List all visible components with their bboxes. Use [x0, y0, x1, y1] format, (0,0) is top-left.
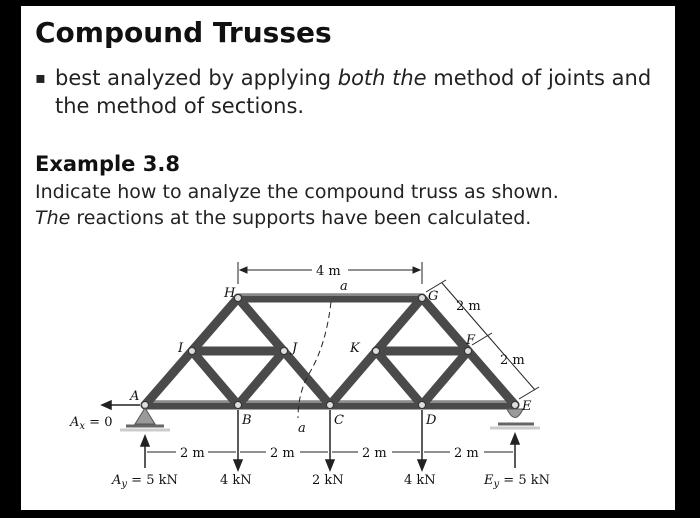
- joint-D: [418, 401, 426, 409]
- joint-E: [511, 401, 519, 409]
- dimension-bottom-label-1: 2 m: [180, 446, 205, 461]
- joint-K: [372, 347, 380, 355]
- dimension-right: [425, 279, 540, 400]
- member-BJ: [233, 346, 289, 410]
- load-D-label: 4 kN: [404, 473, 436, 488]
- dimension-bottom-label-3: 2 m: [362, 446, 387, 461]
- label-node-H: H: [223, 286, 236, 301]
- joint-B: [234, 401, 242, 409]
- dimension-right-upper-label: 2 m: [456, 299, 481, 314]
- load-C-arrow: [324, 410, 336, 473]
- dimension-bottom-label-4: 2 m: [454, 446, 479, 461]
- reaction-Ay-arrow: [139, 433, 151, 468]
- load-C-label: 2 kN: [312, 473, 344, 488]
- bullet-marker: ▪: [35, 68, 46, 87]
- label-node-B: B: [241, 413, 252, 428]
- dimension-right-lower-label: 2 m: [500, 353, 525, 368]
- reaction-Ey-arrow: [509, 431, 521, 468]
- example-text-emphasis: The: [35, 207, 71, 229]
- bullet-point: ▪ best analyzed by applying both the met…: [35, 64, 665, 120]
- example-title: Example 3.8: [35, 152, 180, 176]
- member-DF: [417, 346, 473, 410]
- label-node-D: D: [425, 413, 437, 428]
- label-node-K: K: [349, 341, 361, 356]
- reaction-Ax-label: Ax = 0: [69, 415, 112, 432]
- example-description: Indicate how to analyze the compound tru…: [35, 179, 595, 231]
- node-labels: A B C D E F G H I J K: [129, 286, 532, 428]
- support-E: [490, 408, 540, 430]
- label-node-A: A: [129, 389, 139, 404]
- label-node-G: G: [428, 289, 438, 304]
- load-B-label: 4 kN: [220, 473, 252, 488]
- label-node-E: E: [521, 399, 532, 414]
- example-text-post: reactions at the supports have been calc…: [70, 207, 532, 229]
- dimension-bottom-label-2: 2 m: [270, 446, 295, 461]
- reaction-Ay-label: Ay = 5 kN: [111, 473, 178, 490]
- bullet-text: best analyzed by applying both the metho…: [35, 64, 665, 120]
- section-label-top: a: [340, 279, 348, 294]
- label-node-J: J: [289, 341, 298, 356]
- reaction-Ax-arrow: [100, 399, 140, 411]
- joint-J: [280, 347, 288, 355]
- support-A: [120, 407, 170, 432]
- section-cut-line: [297, 301, 332, 419]
- bullet-text-pre: best analyzed by applying: [55, 66, 338, 90]
- label-node-F: F: [465, 333, 476, 348]
- section-label-bottom: a: [298, 421, 306, 436]
- member-IB: [187, 346, 243, 410]
- joint-F: [464, 347, 472, 355]
- label-node-C: C: [334, 413, 344, 428]
- truss-joints: [141, 294, 519, 409]
- example-text-pre: Indicate how to analyze the compound tru…: [35, 181, 559, 203]
- dimension-top: [237, 262, 423, 284]
- load-D-arrow: [416, 410, 428, 473]
- reaction-Ey-label: Ey = 5 kN: [483, 473, 550, 490]
- dimension-top-label: 4 m: [316, 264, 341, 279]
- bullet-text-emphasis: both the: [337, 66, 427, 90]
- joint-G: [418, 294, 426, 302]
- label-node-I: I: [177, 341, 184, 356]
- joint-H: [234, 294, 242, 302]
- bullet-text-post: method of joints and the method of secti…: [55, 66, 652, 118]
- slide-title: Compound Trusses: [35, 16, 332, 49]
- load-B-arrow: [232, 410, 244, 473]
- joint-I: [188, 347, 196, 355]
- joint-C: [326, 401, 334, 409]
- member-KD: [371, 346, 427, 410]
